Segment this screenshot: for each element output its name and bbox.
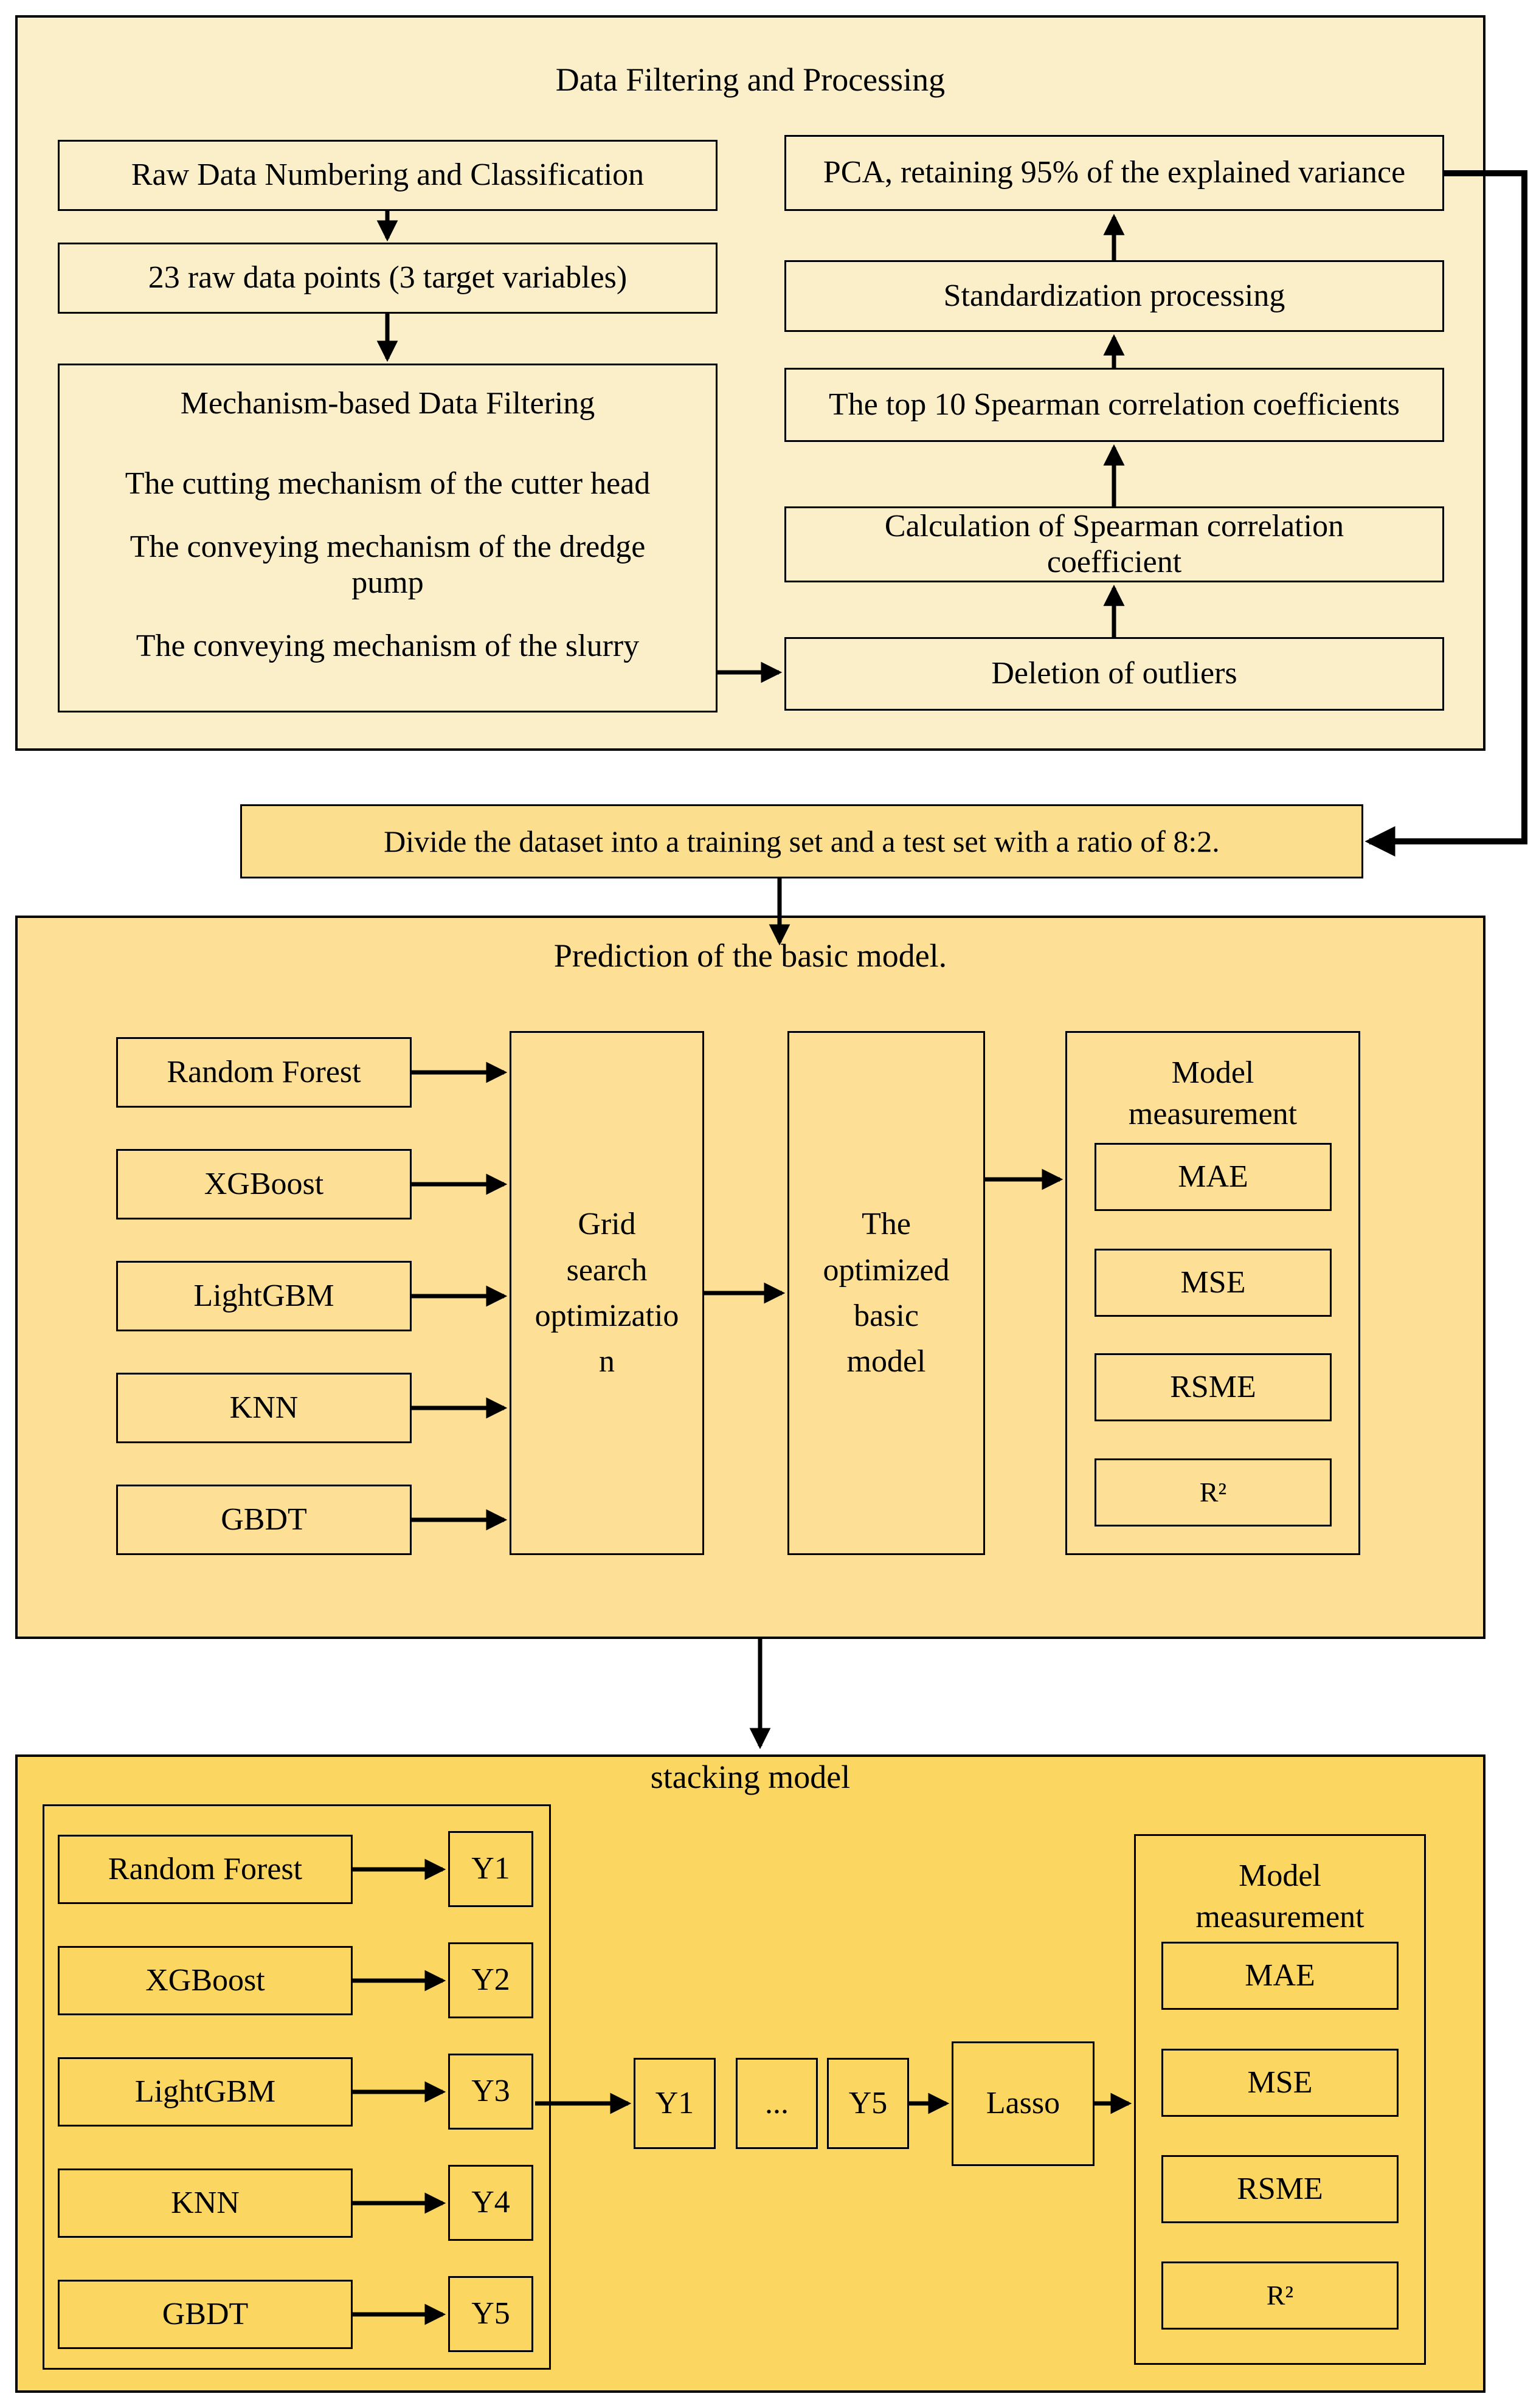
box-output-y1: Y1 <box>448 1831 533 1907</box>
box-stack-lightgbm: LightGBM <box>58 2057 353 2127</box>
box-stack-metric-mae: MAE <box>1161 1942 1399 2010</box>
section-basic-model-title: Prediction of the basic model. <box>553 937 947 974</box>
box-output-y5: Y5 <box>448 2276 533 2352</box>
box-grid-search: Grid search optimizatio n <box>510 1031 704 1555</box>
mechanism-item: The conveying mechanism of the slurry <box>136 628 640 663</box>
mechanism-item: The conveying mechanism of the dredge pu… <box>130 530 646 600</box>
box-model-random-forest: Random Forest <box>116 1037 412 1108</box>
box-metric-rsme: RSME <box>1095 1353 1332 1421</box>
box-stack-gbdt: GBDT <box>58 2280 353 2349</box>
box-model-lightgbm: LightGBM <box>116 1261 412 1331</box>
box-output-y2: Y2 <box>448 1942 533 2018</box>
box-optimized-basic-model: The optimized basic model <box>787 1031 985 1555</box>
section-stacking-model-title: stacking model <box>650 1759 851 1795</box>
box-model-xgboost: XGBoost <box>116 1149 412 1220</box>
box-raw-points: 23 raw data points (3 target variables) <box>58 243 718 314</box>
box-mechanism-filtering: Mechanism-based Data Filtering The cutti… <box>58 364 718 712</box>
box-output-y4: Y4 <box>448 2165 533 2241</box>
box-stack-knn: KNN <box>58 2168 353 2238</box>
box-spearman-calculation: Calculation of Spearman correlation coef… <box>784 506 1444 582</box>
box-combine-y5: Y5 <box>827 2058 909 2149</box>
box-stack-metric-r2: R² <box>1161 2261 1399 2330</box>
box-metric-r2: R² <box>1095 1458 1332 1527</box>
box-stack-xgboost: XGBoost <box>58 1946 353 2015</box>
box-pca: PCA, retaining 95% of the explained vari… <box>784 135 1444 211</box>
box-raw-numbering: Raw Data Numbering and Classification <box>58 140 718 211</box>
box-combine-ellipsis: ... <box>736 2058 818 2149</box>
box-stack-metric-mse: MSE <box>1161 2049 1399 2117</box>
box-combine-y1: Y1 <box>634 2058 716 2149</box>
mechanism-title: Mechanism-based Data Filtering <box>180 386 595 421</box>
box-stack-metric-rsme: RSME <box>1161 2155 1399 2223</box>
mechanism-item: The cutting mechanism of the cutter head <box>125 466 651 502</box>
box-model-gbdt: GBDT <box>116 1485 412 1555</box>
box-metric-mse: MSE <box>1095 1249 1332 1317</box>
model-measurement-title: Model measurement <box>1128 1055 1298 1131</box>
model-measurement-title: Model measurement <box>1195 1858 1364 1934</box>
box-dataset-split: Divide the dataset into a training set a… <box>240 804 1363 878</box>
box-output-y3: Y3 <box>448 2054 533 2130</box>
box-deletion-outliers: Deletion of outliers <box>784 637 1444 711</box>
box-lasso: Lasso <box>952 2041 1095 2166</box>
box-stack-random-forest: Random Forest <box>58 1835 353 1904</box>
box-top10-spearman: The top 10 Spearman correlation coeffici… <box>784 368 1444 442</box>
section-data-filtering-title: Data Filtering and Processing <box>555 61 946 98</box>
box-standardization: Standardization processing <box>784 260 1444 332</box>
box-metric-mae: MAE <box>1095 1143 1332 1211</box>
box-model-knn: KNN <box>116 1373 412 1443</box>
